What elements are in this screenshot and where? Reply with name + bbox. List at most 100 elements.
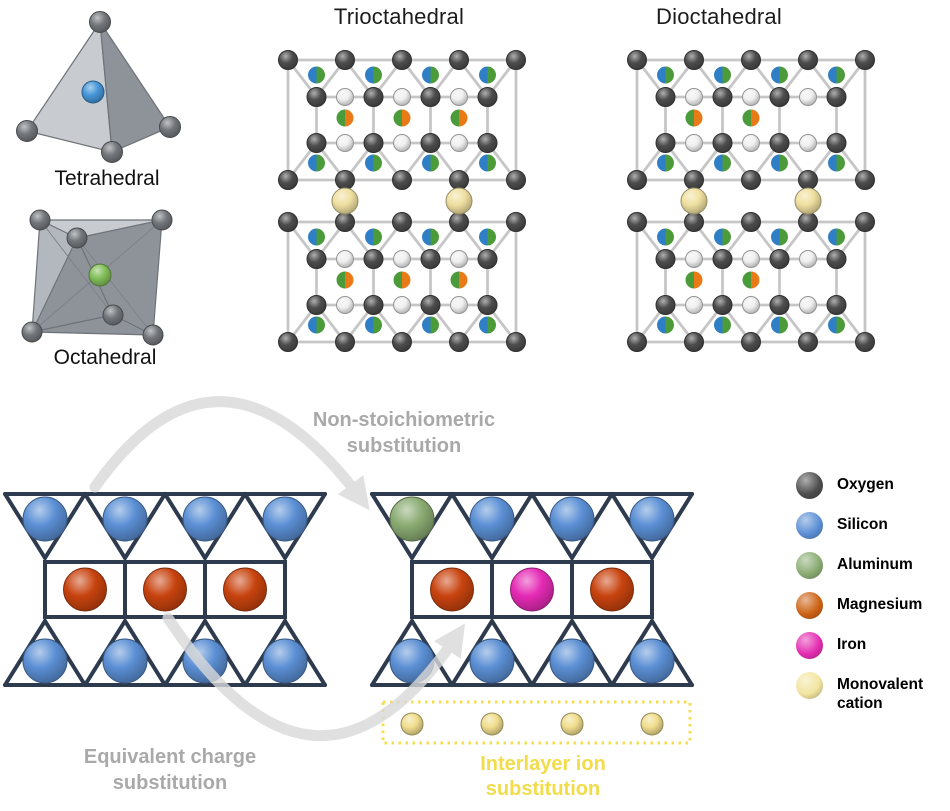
oxygen-atom [278, 212, 298, 232]
tetrahedral-cation [771, 66, 788, 84]
oxygen-atom [306, 87, 327, 107]
tetrahedral-cation [828, 228, 845, 246]
tetrahedral-cation [365, 316, 382, 334]
hydroxyl-atom [799, 88, 817, 106]
corner-oxygen-atom [101, 141, 123, 163]
oxygen-atom [826, 133, 847, 153]
hydroxyl-atom [450, 88, 468, 106]
tot-schematic-left [3, 492, 327, 687]
hydroxyl-atom [685, 134, 703, 152]
oxygen-atom [363, 133, 384, 153]
oxygen-atom [684, 50, 704, 70]
hydroxyl-atom [685, 296, 703, 314]
oxygen-atom [655, 249, 676, 269]
equivalent-charge-arrow [162, 612, 466, 741]
tetrahedral-cation [771, 228, 788, 246]
oxygen-atom [627, 50, 647, 70]
tetrahedral-cation [308, 66, 325, 84]
tetrahedral-cation [828, 66, 845, 84]
oxygen-atom [506, 332, 526, 352]
tetrahedral-cation [828, 316, 845, 334]
oxygen-atom [826, 295, 847, 315]
tetrahedron-unit [16, 11, 181, 163]
corner-oxygen-atom [66, 227, 88, 249]
oxygen-atom [477, 133, 498, 153]
legend-label-iron: Iron [837, 636, 867, 653]
oxygen-atom [769, 133, 790, 153]
legend-label-oxygen: Oxygen [837, 476, 894, 493]
corner-oxygen-atom [159, 116, 181, 138]
trioctahedral-title: Trioctahedral [333, 4, 465, 29]
octahedral-cation [336, 271, 354, 289]
oxygen-atom [741, 50, 761, 70]
tetrahedral-cation [365, 154, 382, 172]
tetrahedral-cation [771, 154, 788, 172]
hydroxyl-atom [336, 88, 354, 106]
legend-label-silicon: Silicon [837, 516, 888, 533]
octahedral-cation [450, 109, 468, 127]
oxygen-atom [363, 295, 384, 315]
oxygen-atom [306, 295, 327, 315]
oxygen-atom [798, 332, 818, 352]
oxygen-atom [627, 170, 647, 190]
oxygen-atom [335, 212, 355, 232]
silicon-site [262, 638, 308, 684]
hydroxyl-atom [742, 250, 760, 268]
silicon-site [469, 496, 515, 542]
oxygen-atom [335, 50, 355, 70]
tetrahedral-cation [657, 154, 674, 172]
tetrahedral-cation [714, 228, 731, 246]
cations [308, 66, 496, 334]
interlayer-ion [560, 712, 584, 736]
oxygen-atom [420, 87, 441, 107]
oxygen-atom [712, 249, 733, 269]
octahedron-unit [21, 209, 173, 346]
hydroxyl-atom [336, 134, 354, 152]
dioctahedral-title: Dioctahedral [656, 4, 782, 29]
octahedral-cation-center [88, 263, 112, 287]
monovalent-sphere-icon [796, 672, 823, 699]
interlayer-cation [794, 187, 822, 215]
hydroxyl-atom [685, 88, 703, 106]
hydroxyl-atom [336, 250, 354, 268]
site-cations [389, 496, 675, 684]
iron-site [510, 567, 554, 612]
octahedral-cation [450, 271, 468, 289]
tetrahedral-cation [828, 154, 845, 172]
substitution-arrows [89, 396, 466, 741]
oxygen-atom [506, 212, 526, 232]
oxygen-atom [769, 87, 790, 107]
legend-item-magnesium: Magnesium [796, 592, 945, 619]
oxygen-atom [769, 249, 790, 269]
corner-oxygen-atom [89, 11, 111, 33]
legend-item-iron: Iron [796, 632, 945, 659]
hydroxyl-atom [685, 250, 703, 268]
hydroxyl-atom [393, 250, 411, 268]
silicon-site [549, 638, 595, 684]
silicon-site [182, 496, 228, 542]
oxygen-atom [684, 332, 704, 352]
oxygen-atom [712, 87, 733, 107]
tetrahedral-cation [657, 66, 674, 84]
cations [657, 66, 845, 334]
octahedral-cation [336, 109, 354, 127]
octahedral-label: Octahedral [53, 346, 157, 369]
oxygen-atom [278, 332, 298, 352]
octahedral-cation [393, 271, 411, 289]
hydroxyl-atom [742, 296, 760, 314]
oxygen-atom [363, 249, 384, 269]
oxygen-atom [420, 249, 441, 269]
tetrahedral-cation [479, 228, 496, 246]
oxygen-atom [506, 50, 526, 70]
oxygen-atom [741, 170, 761, 190]
corner-oxygen-atom [21, 321, 43, 343]
oxygen-atom [392, 212, 412, 232]
corner-oxygen-atom [29, 209, 51, 231]
tetrahedral-cation [365, 228, 382, 246]
oxygen-atom [826, 87, 847, 107]
site-cations [22, 496, 308, 684]
aluminum-site [389, 496, 435, 542]
corner-oxygen-atom [16, 120, 38, 142]
legend-label-monovalent: Monovalent cation [837, 676, 924, 712]
